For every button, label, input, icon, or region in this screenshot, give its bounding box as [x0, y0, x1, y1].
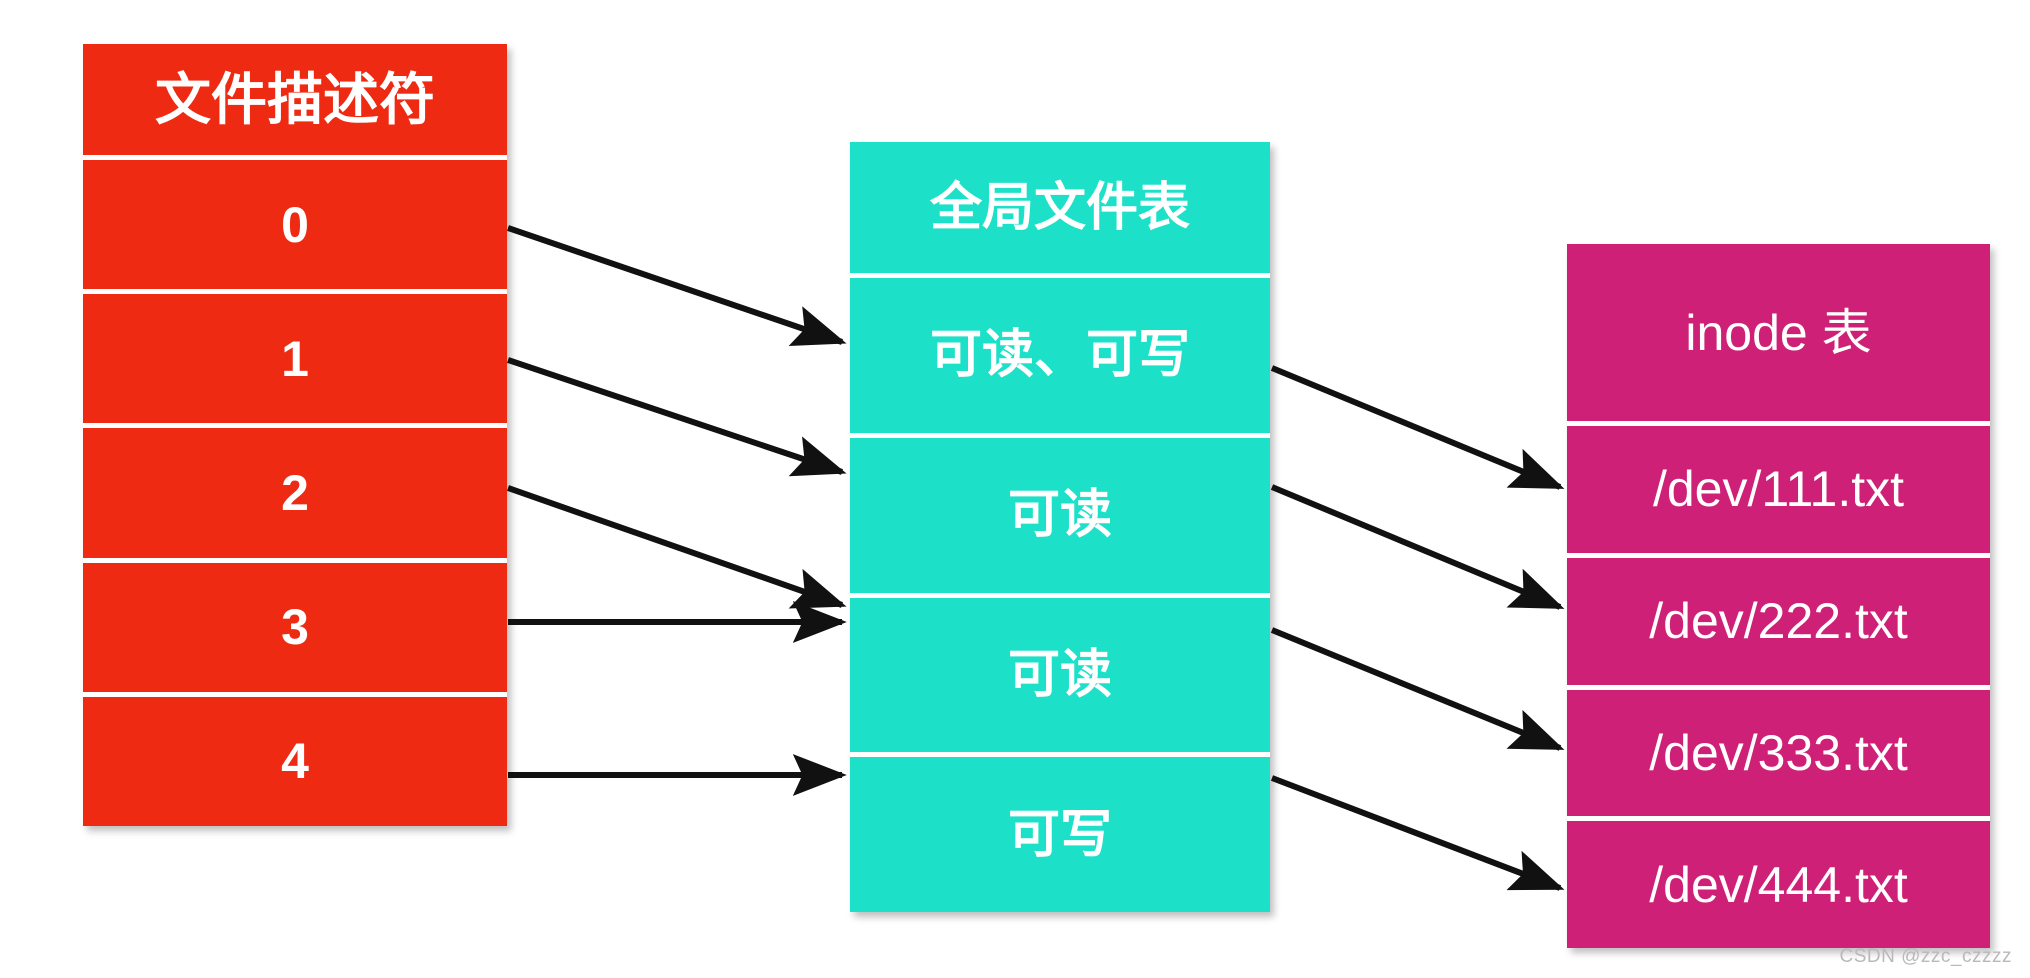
arrow-fd1-to-read-1: [507, 357, 847, 477]
arrow-write-to-dev444: [1270, 775, 1565, 891]
file-descriptor-table: 文件描述符 0 1 2 3 4: [83, 44, 507, 827]
fd-row-2: 2: [83, 428, 507, 563]
watermark-text: CSDN @zzc_czzzz: [1839, 946, 2012, 967]
global-file-table-header: 全局文件表: [850, 142, 1270, 278]
global-file-row-2: 可读: [850, 597, 1270, 758]
fd-table-header: 文件描述符: [83, 44, 507, 160]
inode-row-1: /dev/222.txt: [1567, 557, 1990, 690]
inode-table-header: inode 表: [1567, 244, 1990, 426]
inode-row-3: /dev/444.txt: [1567, 821, 1990, 948]
arrow-read1-to-dev222: [1270, 484, 1565, 610]
arrow-read2-to-dev333: [1270, 627, 1565, 751]
arrow-fd2-to-read-2: [507, 485, 847, 609]
inode-row-0: /dev/111.txt: [1567, 426, 1990, 558]
inode-row-2: /dev/333.txt: [1567, 689, 1990, 822]
fd-row-3: 3: [83, 562, 507, 697]
fd-row-4: 4: [83, 696, 507, 827]
global-file-table: 全局文件表 可读、可写 可读 可读 可写: [850, 142, 1270, 912]
arrow-readwrite-to-dev111: [1270, 365, 1565, 490]
arrow-fd0-to-readwrite: [507, 225, 847, 346]
inode-table: inode 表 /dev/111.txt /dev/222.txt /dev/3…: [1567, 244, 1990, 948]
global-file-row-0: 可读、可写: [850, 278, 1270, 438]
global-file-row-1: 可读: [850, 437, 1270, 598]
global-file-row-3: 可写: [850, 757, 1270, 912]
fd-row-0: 0: [83, 160, 507, 295]
fd-row-1: 1: [83, 294, 507, 429]
